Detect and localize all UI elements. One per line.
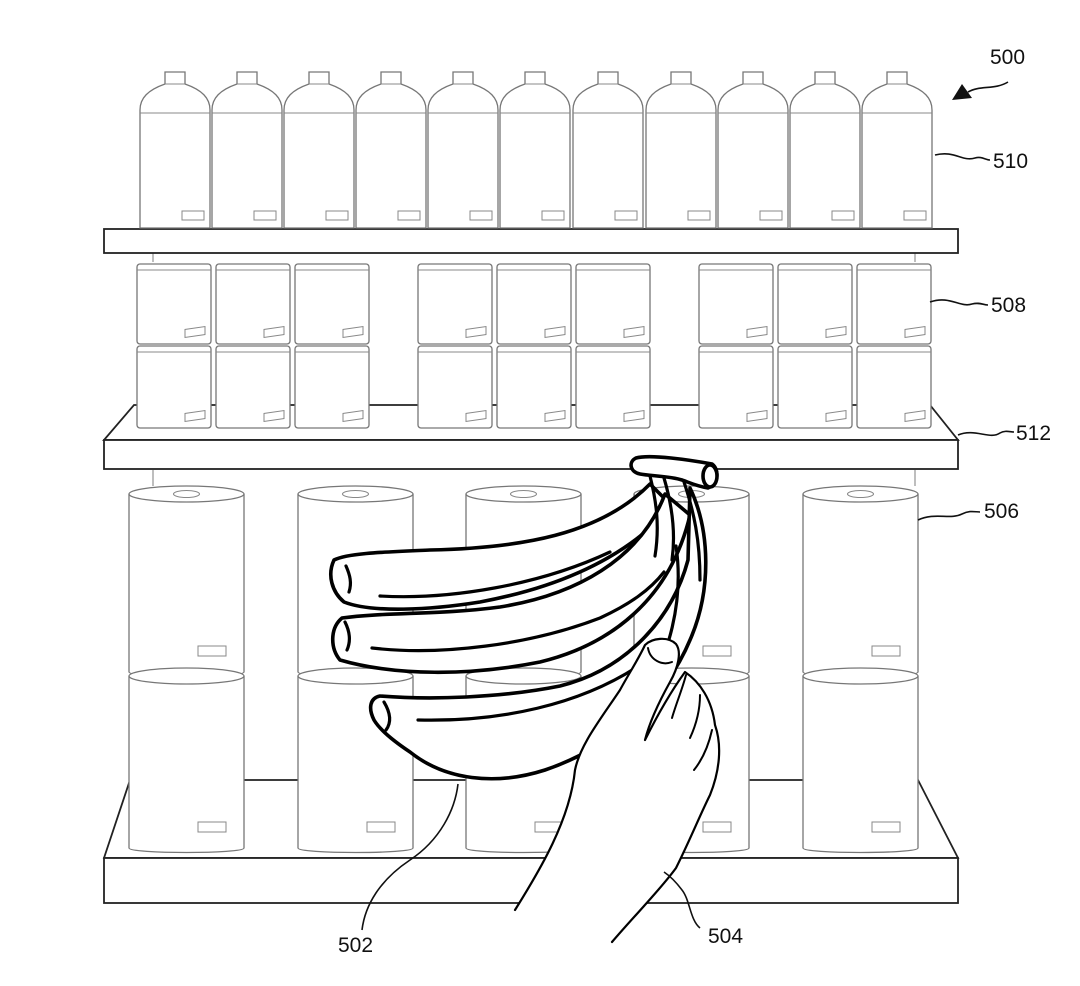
canister xyxy=(215,263,291,345)
canister xyxy=(777,263,853,345)
banana-top xyxy=(329,482,674,611)
canister-tag xyxy=(623,326,645,338)
banana-stem xyxy=(629,454,719,490)
canister xyxy=(136,345,212,429)
bottle-tag xyxy=(325,210,349,221)
bottle-tag xyxy=(541,210,565,221)
canister xyxy=(698,263,774,345)
bottle-tag xyxy=(759,210,783,221)
bottle xyxy=(211,71,283,229)
canister-tag xyxy=(825,326,847,338)
bottle xyxy=(499,71,571,229)
roll-tag xyxy=(366,821,396,833)
canister-tag xyxy=(465,410,487,422)
bottle-tag xyxy=(397,210,421,221)
bottle-tag xyxy=(831,210,855,221)
paper-towel-roll xyxy=(802,485,919,678)
canister-tag xyxy=(184,410,206,422)
label-506: 506 xyxy=(984,500,1019,523)
canister-tag xyxy=(465,326,487,338)
paper-towel-roll xyxy=(128,667,245,854)
bottle xyxy=(427,71,499,229)
label-504: 504 xyxy=(708,925,743,948)
hand xyxy=(513,637,721,944)
canister xyxy=(698,345,774,429)
canister xyxy=(294,345,370,429)
canister-tag xyxy=(746,410,768,422)
canister-tag xyxy=(544,410,566,422)
roll-tag xyxy=(197,821,227,833)
bottle-tag xyxy=(181,210,205,221)
canister-tag xyxy=(623,410,645,422)
bottle-tag xyxy=(614,210,638,221)
canister xyxy=(417,345,493,429)
bottle xyxy=(572,71,644,229)
canister-tag xyxy=(342,326,364,338)
bottle-tag xyxy=(687,210,711,221)
bottle xyxy=(789,71,861,229)
canister-tag xyxy=(342,410,364,422)
canister xyxy=(294,263,370,345)
canister-tag xyxy=(746,326,768,338)
roll-tag xyxy=(871,645,901,657)
canister-tag xyxy=(263,326,285,338)
paper-towel-roll xyxy=(128,485,245,678)
paper-towel-roll xyxy=(802,667,919,854)
canister-tag xyxy=(825,410,847,422)
label-512: 512 xyxy=(1016,422,1051,445)
canister-tag xyxy=(904,410,926,422)
canister xyxy=(496,345,572,429)
canister xyxy=(575,263,651,345)
canister xyxy=(856,345,932,429)
canister-tag xyxy=(184,326,206,338)
canister xyxy=(136,263,212,345)
roll-tag xyxy=(197,645,227,657)
bottle xyxy=(139,71,211,229)
leader-lines xyxy=(361,81,1015,931)
bottle xyxy=(861,71,933,229)
label-508: 508 xyxy=(991,294,1026,317)
bottle xyxy=(283,71,355,229)
canister xyxy=(777,345,853,429)
canister xyxy=(575,345,651,429)
canister-tag xyxy=(544,326,566,338)
roll-tag xyxy=(702,645,732,657)
roll-tag xyxy=(871,821,901,833)
bottle xyxy=(645,71,717,229)
label-502: 502 xyxy=(338,934,373,957)
canister xyxy=(215,345,291,429)
canisters xyxy=(136,263,932,429)
label-510: 510 xyxy=(993,150,1028,173)
canister-tag xyxy=(263,410,285,422)
reference-numerals: 500 510 508 512 506 502 504 xyxy=(338,46,1051,957)
canister xyxy=(496,263,572,345)
bottle-tag xyxy=(253,210,277,221)
banana-middle xyxy=(330,492,692,675)
roll-tag xyxy=(702,821,732,833)
bottle xyxy=(355,71,427,229)
label-500: 500 xyxy=(990,46,1025,69)
canister-tag xyxy=(904,326,926,338)
bottle xyxy=(717,71,789,229)
top-shelf xyxy=(103,228,959,254)
bottles xyxy=(139,71,933,229)
middle-shelf-front xyxy=(103,439,959,470)
bottle-tag xyxy=(903,210,927,221)
bottle-tag xyxy=(469,210,493,221)
hand-outline xyxy=(513,637,721,944)
canister xyxy=(417,263,493,345)
canister xyxy=(856,263,932,345)
